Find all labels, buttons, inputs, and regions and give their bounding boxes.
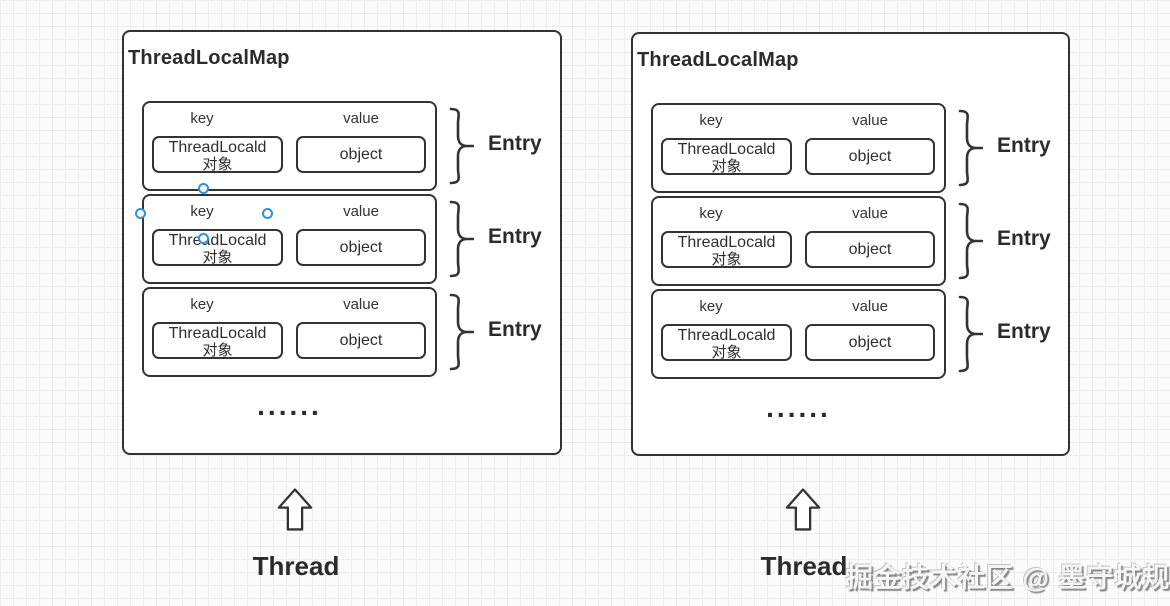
key-box[interactable]: ThreadLocald 对象 xyxy=(152,322,283,359)
value-header: value xyxy=(852,112,888,129)
value-object-text: object xyxy=(339,331,383,349)
curly-brace-icon[interactable] xyxy=(957,295,983,373)
key-object-line2: 对象 xyxy=(711,344,742,361)
panel-title: ThreadLocalMap xyxy=(128,47,290,69)
key-object-line2: 对象 xyxy=(202,156,233,173)
key-header: key xyxy=(190,110,214,127)
key-header: key xyxy=(699,205,723,222)
watermark: 掘金技术社区 @ 墨守城规 xyxy=(846,563,1170,593)
key-header: key xyxy=(699,298,723,315)
key-box[interactable]: ThreadLocald 对象 xyxy=(661,231,792,268)
curly-brace-icon[interactable] xyxy=(448,107,474,185)
value-header: value xyxy=(852,205,888,222)
key-object-line1: ThreadLocald xyxy=(168,139,267,156)
value-box[interactable]: object xyxy=(805,231,935,268)
value-box[interactable]: object xyxy=(296,322,426,359)
value-box[interactable]: object xyxy=(805,324,935,361)
value-object-text: object xyxy=(339,238,383,256)
key-object-line2: 对象 xyxy=(711,251,742,268)
entry-label: Entry xyxy=(997,320,1051,343)
value-box[interactable]: object xyxy=(805,138,935,175)
key-object-line2: 对象 xyxy=(202,342,233,359)
key-object-line1: ThreadLocald xyxy=(677,141,776,158)
entry-row: key value ThreadLocald 对象 object Entry xyxy=(142,194,560,284)
curly-brace-icon[interactable] xyxy=(448,200,474,278)
key-object-line1: ThreadLocald xyxy=(168,232,267,249)
key-object-line1: ThreadLocald xyxy=(677,327,776,344)
entry-row: key value ThreadLocald 对象 object Entry xyxy=(142,287,560,377)
key-header: key xyxy=(190,296,214,313)
entry-label: Entry xyxy=(488,225,542,248)
value-header: value xyxy=(343,203,379,220)
entry-label: Entry xyxy=(997,227,1051,250)
thread-label: Thread xyxy=(252,551,340,581)
key-object-line1: ThreadLocald xyxy=(168,325,267,342)
up-arrow-icon[interactable] xyxy=(276,487,314,532)
threadlocalmap-container-right[interactable]: ThreadLocalMap key value ThreadLocald 对象… xyxy=(631,32,1070,456)
thread-label: Thread xyxy=(760,551,848,581)
value-object-text: object xyxy=(339,145,383,163)
entry-label: Entry xyxy=(488,318,542,341)
selection-handle[interactable] xyxy=(262,208,273,219)
key-box[interactable]: ThreadLocald 对象 xyxy=(152,229,283,266)
value-object-text: object xyxy=(848,147,892,165)
threadlocalmap-container-left[interactable]: ThreadLocalMap key value ThreadLocald 对象… xyxy=(122,30,562,455)
key-box[interactable]: ThreadLocald 对象 xyxy=(152,136,283,173)
key-header: key xyxy=(699,112,723,129)
entry-row: key value ThreadLocald 对象 object Entry xyxy=(142,101,560,191)
value-header: value xyxy=(343,110,379,127)
curly-brace-icon[interactable] xyxy=(448,293,474,371)
value-object-text: object xyxy=(848,240,892,258)
value-box[interactable]: object xyxy=(296,229,426,266)
value-object-text: object xyxy=(848,333,892,351)
entry-label: Entry xyxy=(488,132,542,155)
entry-row: key value ThreadLocald 对象 object Entry xyxy=(651,103,1069,193)
key-object-line2: 对象 xyxy=(711,158,742,175)
key-header: key xyxy=(190,203,214,220)
key-object-line2: 对象 xyxy=(202,249,233,266)
ellipsis-dots: ...... xyxy=(257,390,322,421)
ellipsis-dots: ...... xyxy=(766,392,831,423)
panel-title: ThreadLocalMap xyxy=(637,49,799,71)
key-box[interactable]: ThreadLocald 对象 xyxy=(661,324,792,361)
value-box[interactable]: object xyxy=(296,136,426,173)
entry-row: key value ThreadLocald 对象 object Entry xyxy=(651,196,1069,286)
key-box[interactable]: ThreadLocald 对象 xyxy=(661,138,792,175)
curly-brace-icon[interactable] xyxy=(957,202,983,280)
value-header: value xyxy=(852,298,888,315)
key-object-line1: ThreadLocald xyxy=(677,234,776,251)
entry-row: key value ThreadLocald 对象 object Entry xyxy=(651,289,1069,379)
entry-label: Entry xyxy=(997,134,1051,157)
selection-handle[interactable] xyxy=(198,183,209,194)
up-arrow-icon[interactable] xyxy=(784,487,822,532)
curly-brace-icon[interactable] xyxy=(957,109,983,187)
selection-handle[interactable] xyxy=(135,208,146,219)
selection-handle[interactable] xyxy=(198,233,209,244)
value-header: value xyxy=(343,296,379,313)
